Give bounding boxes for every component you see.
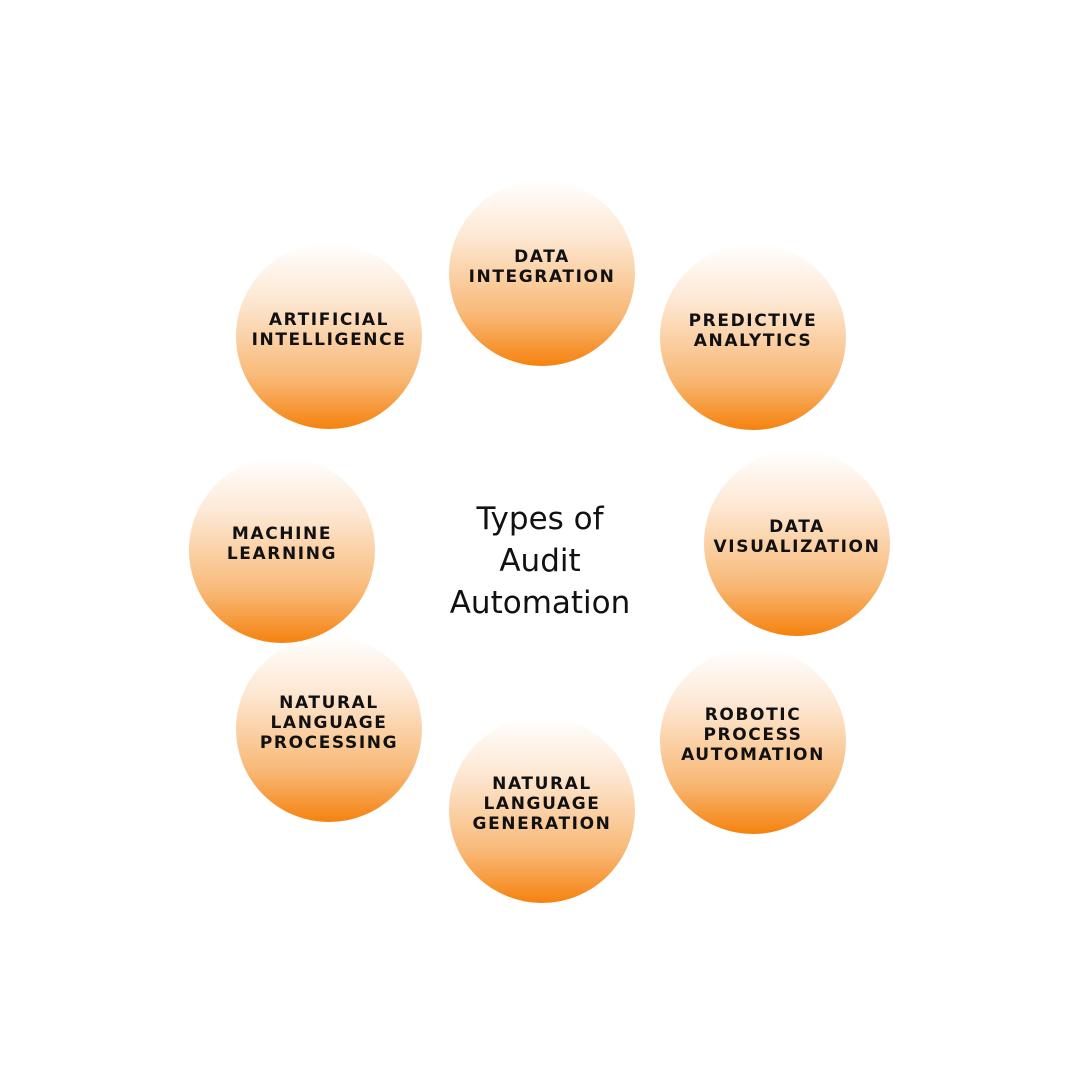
- node-label: LANGUAGE: [270, 713, 388, 733]
- node-label: ROBOTIC: [704, 705, 802, 725]
- node-label: VISUALIZATION: [713, 537, 881, 557]
- node-label: MACHINE: [231, 524, 333, 544]
- node-label: NATURAL: [279, 693, 379, 713]
- node-natural-language-generation: NATURAL LANGUAGE GENERATION: [449, 717, 635, 903]
- center-title-line: Types of: [476, 501, 604, 537]
- center-title-line: Audit: [499, 543, 581, 579]
- node-label: LANGUAGE: [483, 794, 601, 814]
- node-label: ANALYTICS: [693, 331, 813, 351]
- node-machine-learning: MACHINE LEARNING: [189, 457, 375, 643]
- node-predictive-analytics: PREDICTIVE ANALYTICS: [660, 244, 846, 430]
- node-artificial-intelligence: ARTIFICIAL INTELLIGENCE: [236, 243, 422, 429]
- node-label: PREDICTIVE: [688, 311, 818, 331]
- center-title: Types of Audit Automation: [390, 498, 690, 624]
- node-label: DATA: [769, 517, 825, 537]
- node-label: INTELLIGENCE: [251, 330, 407, 350]
- node-data-visualization: DATA VISUALIZATION: [704, 450, 890, 636]
- node-label: GENERATION: [472, 814, 612, 834]
- node-label: ARTIFICIAL: [268, 310, 390, 330]
- node-label: DATA: [514, 247, 570, 267]
- node-label: INTEGRATION: [468, 267, 616, 287]
- node-label: PROCESS: [703, 725, 803, 745]
- node-label: AUTOMATION: [681, 745, 825, 765]
- center-title-line: Automation: [449, 585, 631, 621]
- node-label: PROCESSING: [259, 733, 399, 753]
- node-robotic-process-automation: ROBOTIC PROCESS AUTOMATION: [660, 648, 846, 834]
- node-data-integration: DATA INTEGRATION: [449, 180, 635, 366]
- node-natural-language-processing: NATURAL LANGUAGE PROCESSING: [236, 636, 422, 822]
- node-label: NATURAL: [492, 774, 592, 794]
- node-label: LEARNING: [226, 544, 338, 564]
